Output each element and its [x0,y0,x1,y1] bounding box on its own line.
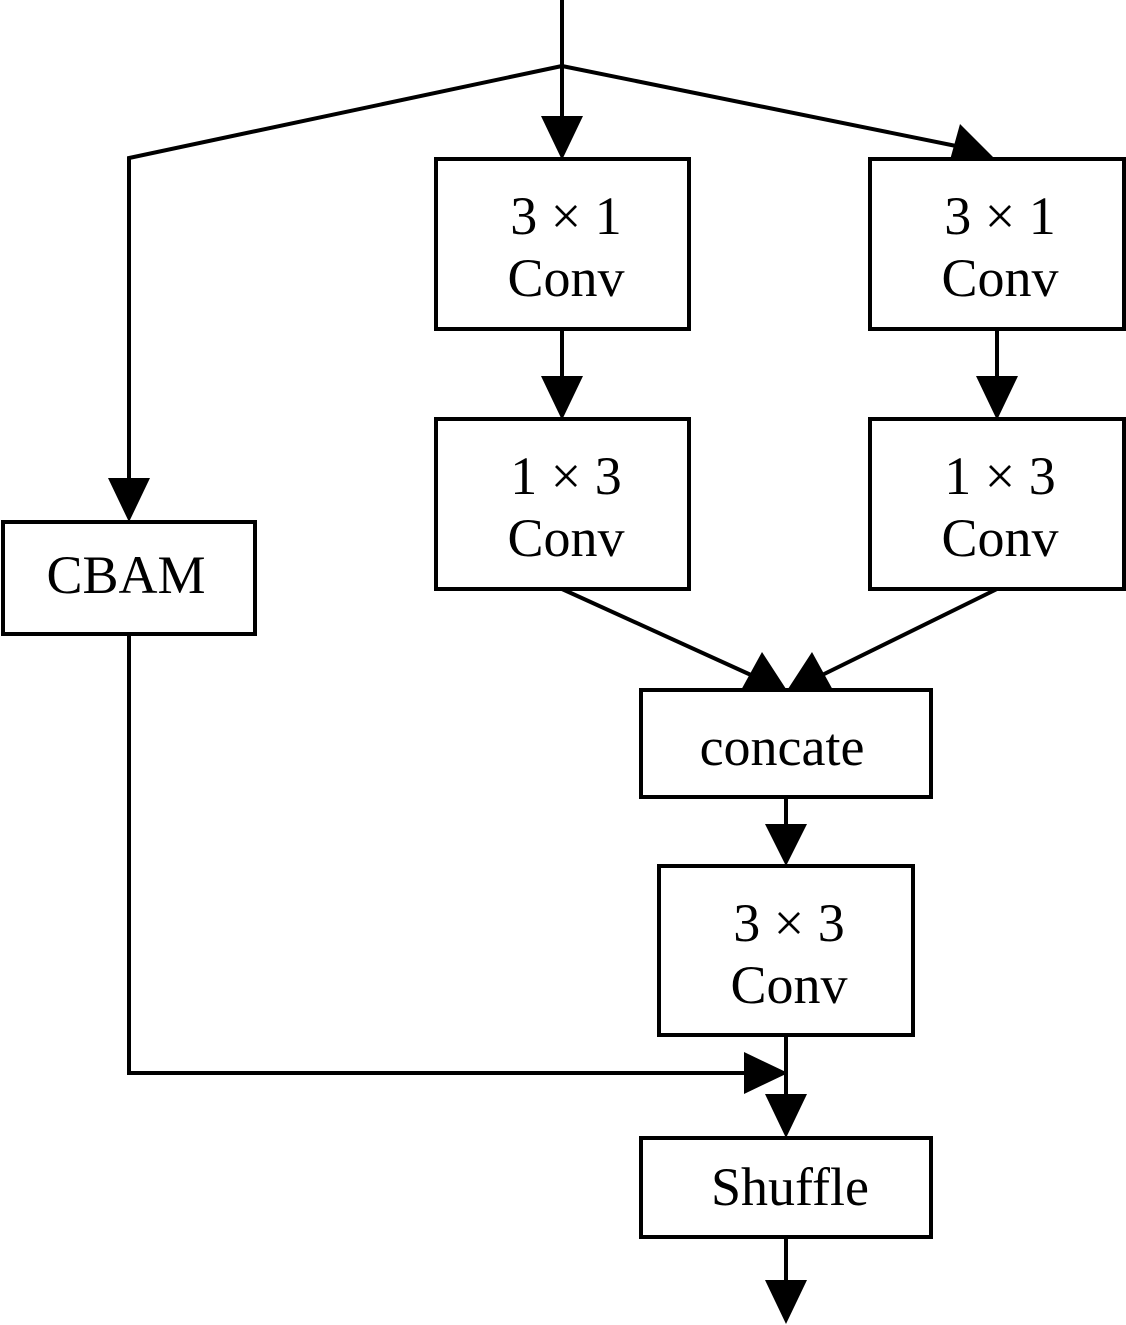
node-cbam: CBAM [1,520,257,636]
node-conv-3x3: 3 × 3 Conv [657,864,915,1037]
node-conv-3x3-type: Conv [730,955,847,1015]
node-shuffle-label: Shuffle [711,1157,869,1217]
node-shuffle: Shuffle [639,1136,933,1239]
node-conv-1x3-b-type: Conv [941,508,1058,568]
node-conv-1x3-b: 1 × 3 Conv [868,417,1126,591]
edge-cbam-to-shuffle [127,634,752,1075]
node-conv-3x1-b-kernel: 3 × 1 [944,186,1055,246]
node-cbam-label: CBAM [46,545,205,605]
edge-input-to-conv-3x1-b [561,64,967,150]
arrowhead-conv-3x3-input [765,824,807,866]
edge-conv-1x3-a-to-concate [561,587,763,682]
node-conv-3x1-a-type: Conv [507,248,624,308]
arrowhead-cbam-merge [744,1052,788,1094]
arrowhead-output [765,1280,807,1324]
arrowhead-conv-3x1-a-input [541,116,583,160]
arrowhead-concate-right-input [786,652,834,692]
edges [127,0,999,1290]
node-conv-3x1-a: 3 × 1 Conv [434,157,691,331]
node-conv-1x3-b-kernel: 1 × 3 [944,446,1055,506]
node-conv-1x3-a: 1 × 3 Conv [434,417,691,591]
arrowhead-concate-left-input [740,652,788,692]
node-conv-3x1-b: 3 × 1 Conv [868,157,1126,331]
arrowhead-shuffle-input [765,1094,807,1138]
edge-conv-1x3-b-to-concate [811,587,998,682]
arrowheads [108,116,1018,1324]
node-concate-label: concate [700,717,865,777]
node-conv-1x3-a-kernel: 1 × 3 [510,446,621,506]
arrowhead-conv-1x3-b-input [976,376,1018,420]
edge-input-to-cbam [127,64,563,490]
node-conv-1x3-a-type: Conv [507,508,624,568]
arrowhead-conv-1x3-a-input [541,376,583,420]
arrowhead-conv-3x1-b-input [950,124,996,160]
arrowhead-cbam-input [108,478,150,522]
node-conv-3x1-a-kernel: 3 × 1 [510,186,621,246]
node-conv-3x1-b-type: Conv [941,248,1058,308]
node-concate: concate [639,688,933,799]
node-conv-3x3-kernel: 3 × 3 [733,893,844,953]
